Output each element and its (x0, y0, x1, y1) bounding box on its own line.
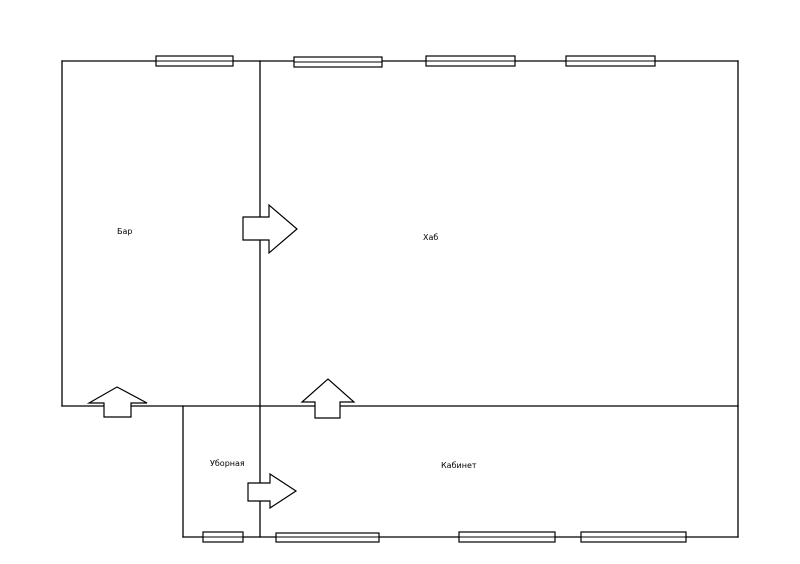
window-top-1 (155, 55, 234, 67)
window-top-4 (565, 55, 656, 67)
room-label-bar: Бар (117, 227, 132, 236)
window-bottom-3 (580, 531, 687, 543)
door-arrow-entrance-bar (86, 386, 148, 418)
room-label-office: Кабинет (441, 461, 477, 470)
window-bottom-toilet (202, 531, 244, 543)
walls (61, 60, 739, 538)
room-label-toilet: Уборная (210, 459, 245, 468)
window-top-2 (293, 56, 383, 68)
window-bottom-2 (458, 531, 556, 543)
room-label-hub: Хаб (423, 233, 438, 242)
window-bottom-1 (275, 532, 380, 543)
door-arrow-toilet-to-office (247, 472, 298, 510)
door-arrow-entrance-hub (300, 378, 356, 419)
door-arrow-bar-to-hub (242, 203, 298, 255)
window-top-3 (425, 55, 516, 67)
